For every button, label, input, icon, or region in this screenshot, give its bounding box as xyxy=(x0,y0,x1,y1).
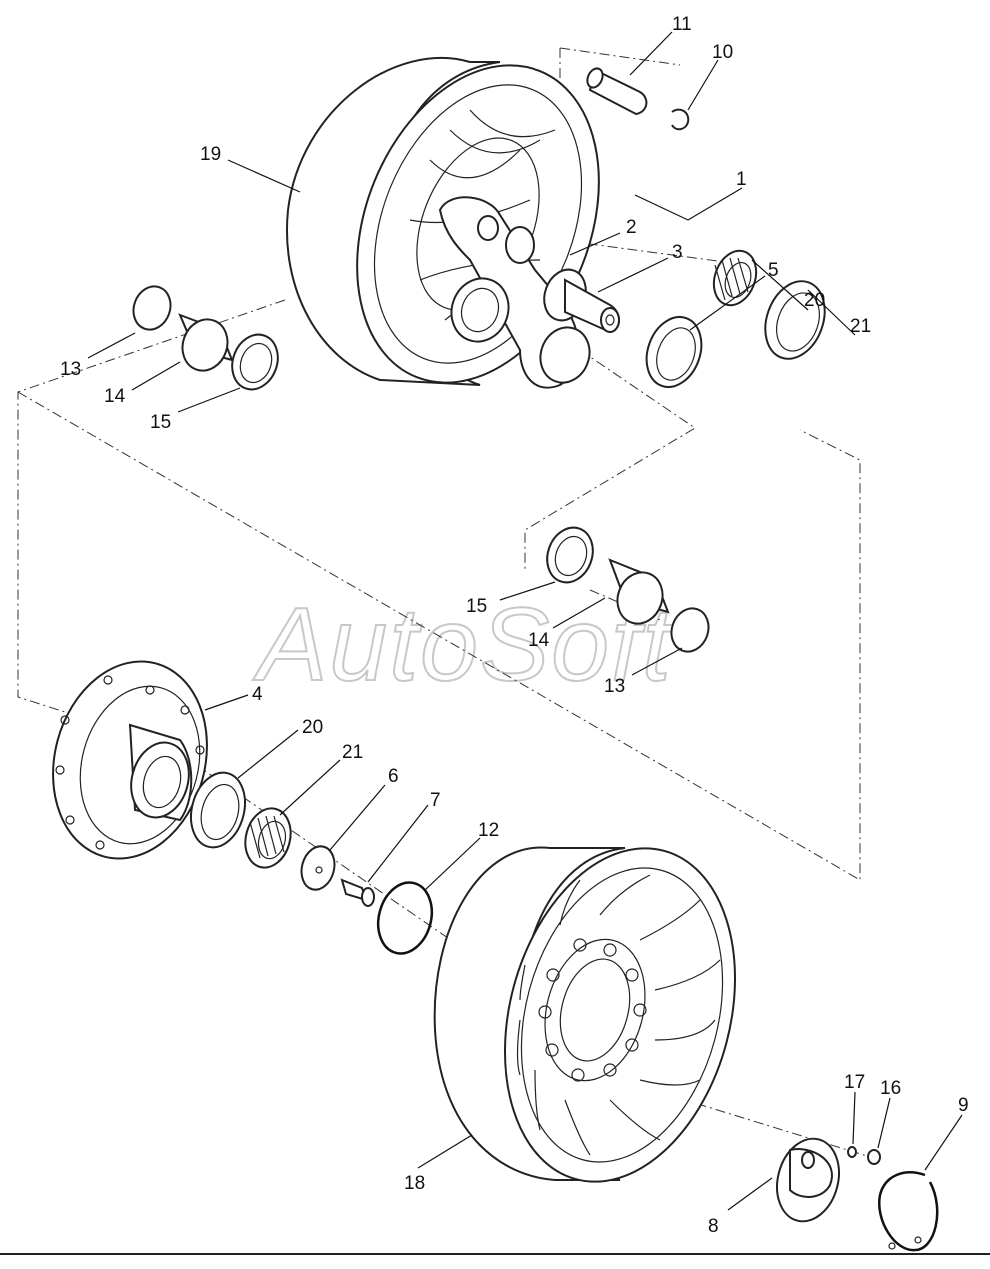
callout-16: 16 xyxy=(880,1078,901,1099)
callout-21-lower: 21 xyxy=(342,742,363,763)
washer-6 xyxy=(300,845,336,891)
callout-17: 17 xyxy=(844,1072,865,1093)
callout-7: 7 xyxy=(430,790,441,811)
seal-15-upper xyxy=(231,333,279,391)
lower-wheel-18 xyxy=(433,846,737,1183)
callout-8: 8 xyxy=(708,1216,719,1237)
callout-11-top: 11 xyxy=(672,14,692,35)
callout-3: 3 xyxy=(672,242,683,263)
hub-4 xyxy=(52,660,208,860)
callout-15-middle: 15 xyxy=(466,596,487,617)
callout-20-lower: 20 xyxy=(302,717,323,738)
hub-bolt-holes xyxy=(55,675,205,850)
pin-11 xyxy=(586,67,648,116)
leader-lines xyxy=(87,31,963,1211)
cap-13-middle xyxy=(670,607,710,653)
callout-1: 1 xyxy=(736,169,747,190)
spindle-shaft-3 xyxy=(564,278,620,334)
clip-10 xyxy=(671,108,690,131)
callout-13-middle: 13 xyxy=(604,676,625,697)
bushing-14-upper xyxy=(178,313,234,372)
callout-4: 4 xyxy=(252,684,263,705)
cap-13-upper xyxy=(132,285,172,331)
hub-cap-8 xyxy=(776,1137,840,1223)
race-20-lower xyxy=(190,771,246,849)
callout-18: 18 xyxy=(404,1173,425,1194)
callout-15-upper: 15 xyxy=(150,412,171,433)
bushing-14-middle xyxy=(608,558,670,625)
callout-9: 9 xyxy=(958,1095,969,1116)
callout-19: 19 xyxy=(200,144,221,165)
callout-12: 12 xyxy=(478,820,499,841)
o-ring-12 xyxy=(376,881,434,955)
watermark-text: AutoSoft xyxy=(252,587,675,703)
callout-14-upper: 14 xyxy=(104,386,126,407)
callout-2: 2 xyxy=(626,217,637,238)
snap-ring-9 xyxy=(877,1171,939,1252)
callout-14-middle: 14 xyxy=(528,630,550,651)
wheel-lug-holes xyxy=(538,938,647,1082)
callout-21-upper: 21 xyxy=(850,316,871,337)
race-5-upper xyxy=(645,316,703,388)
callout-5: 5 xyxy=(768,260,779,281)
fitting-17 xyxy=(847,1146,857,1158)
wheel-spokes-lower xyxy=(516,874,721,1156)
bottom-rule xyxy=(0,1253,990,1255)
cap-16 xyxy=(867,1149,881,1165)
bolt-7 xyxy=(340,878,375,907)
seal-15-middle xyxy=(546,526,594,584)
callout-6: 6 xyxy=(388,766,399,787)
callout-10: 10 xyxy=(712,42,733,63)
bearing-20-upper xyxy=(712,249,758,307)
bearing-21-lower xyxy=(244,807,292,869)
race-21-upper xyxy=(764,280,826,360)
callout-20-upper: 20 xyxy=(804,290,825,311)
callout-13-upper: 13 xyxy=(60,359,81,380)
callout-labels: 11 10 19 1 2 3 5 20 21 13 14 15 15 14 13… xyxy=(60,14,969,1237)
spindle-arm-2 xyxy=(438,196,591,389)
